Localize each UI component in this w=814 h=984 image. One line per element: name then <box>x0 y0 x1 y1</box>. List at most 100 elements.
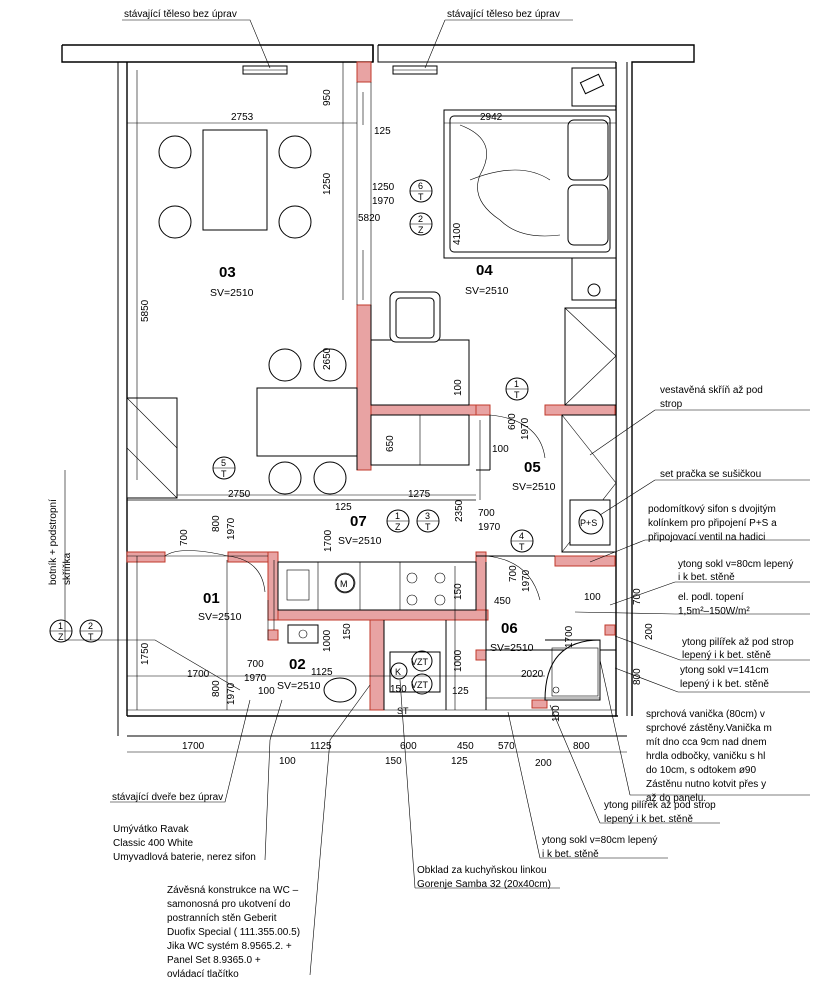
dim-text: 1700 <box>323 529 334 552</box>
tag-2-t-legend: 2 T <box>79 619 103 643</box>
svg-text:1: 1 <box>514 379 519 389</box>
svg-text:6: 6 <box>418 181 423 191</box>
dim-text: 150 <box>390 684 407 695</box>
svg-text:1: 1 <box>58 621 63 631</box>
svg-text:4: 4 <box>519 531 524 541</box>
note-washer: set pračka se sušičkou <box>660 469 761 480</box>
dim-text: 1700 <box>182 741 205 752</box>
room-01-label: 01 <box>203 590 220 607</box>
note-ytong80a-1: ytong sokl v=80cm lepený <box>678 559 793 570</box>
dim-text: 100 <box>492 444 509 455</box>
dim-text: 1970 <box>226 517 237 540</box>
note-shower-3: mít dno cca 9cm nad dnem <box>646 737 767 748</box>
note-heater-left: stávající těleso bez úprav <box>124 9 237 20</box>
dim-text: 150 <box>453 583 464 600</box>
room-04-label: 04 <box>476 262 493 279</box>
dim-text: 5820 <box>358 213 381 224</box>
dim-text: 700 <box>508 565 519 582</box>
room-01-height: SV=2510 <box>198 611 242 623</box>
dim-text: 950 <box>322 89 333 106</box>
leader-lines <box>64 19 810 976</box>
wardrobe-hall <box>561 414 617 553</box>
note-basin-1: Umývátko Ravak <box>113 824 190 835</box>
room-07-label: 07 <box>350 513 367 530</box>
room-06-height: SV=2510 <box>490 642 534 654</box>
room-04-height: SV=2510 <box>465 285 509 297</box>
dim-text: 1970 <box>478 522 501 533</box>
bed <box>443 109 617 259</box>
note-ytong141-1: ytong sokl v=141cm <box>680 665 769 676</box>
dim-text: 200 <box>644 623 655 640</box>
heater-right-symbol <box>392 65 438 75</box>
room-03-label: 03 <box>219 264 236 281</box>
note-door: stávající dveře bez úprav <box>112 792 223 803</box>
dim-text: 125 <box>451 756 468 767</box>
dim-text: 100 <box>453 379 464 396</box>
dim-text: 2650 <box>322 347 333 370</box>
doors <box>164 82 546 640</box>
note-heater-right: stávající těleso bez úprav <box>447 9 560 20</box>
dim-text: 100 <box>584 592 601 603</box>
svg-text:Z: Z <box>418 225 424 235</box>
note-basin-3: Umyvadlová baterie, nerez sifon <box>113 852 256 863</box>
note-ytong80a-2: i k bet. stěně <box>678 572 735 583</box>
notes: stávající těleso bez úprav stávající těl… <box>48 9 794 980</box>
room-05-label: 05 <box>524 459 541 476</box>
note-shower-5: do 10cm, s odtokem ø90 <box>646 765 756 776</box>
note-pillar-b-1: ytong pilířek až pod strop <box>604 800 716 811</box>
dim-text: 1970 <box>521 569 532 592</box>
dim-text: 1125 <box>310 741 332 752</box>
note-shower-2: sprchové zástěny.Vanička m <box>646 723 772 734</box>
room-03-height: SV=2510 <box>210 287 254 299</box>
kitchen-line <box>277 561 477 611</box>
note-pillar-a-2: lepený i k bet. stěně <box>682 650 771 661</box>
dim-text: 1125 <box>311 667 333 678</box>
dim-text: 450 <box>457 741 474 752</box>
dim-text: 2020 <box>521 669 544 680</box>
dim-text: 1000 <box>453 649 464 672</box>
note-pillar-a-1: ytong pilířek až pod strop <box>682 637 794 648</box>
kitchen-counter-left <box>126 397 178 499</box>
heater-left-symbol <box>242 65 288 75</box>
kitchen-unit <box>370 414 470 466</box>
dim-text: 700 <box>478 508 495 519</box>
svg-text:2: 2 <box>88 621 93 631</box>
svg-text:Z: Z <box>58 632 64 642</box>
svg-text:T: T <box>425 522 431 532</box>
dim-text: 125 <box>452 686 469 697</box>
tag-1-z: 1 Z <box>386 509 410 533</box>
svg-text:2: 2 <box>418 214 423 224</box>
dim-text: 4100 <box>452 222 463 245</box>
dim-text: 100 <box>279 756 296 767</box>
note-wc-4: Duofix Special ( 111.355.00.5) <box>167 927 300 938</box>
dim-text: 800 <box>573 741 590 752</box>
dim-text: 800 <box>211 515 222 532</box>
dimension-texts: 2753 2942 950 125 1250 1250 1970 5820 41… <box>140 89 655 769</box>
wardrobe-bedroom <box>564 307 617 406</box>
tag-3-t: 3 T <box>416 509 440 533</box>
dim-text: 1000 <box>322 629 333 652</box>
bedside-items <box>571 67 617 301</box>
room-05-height: SV=2510 <box>512 481 556 493</box>
bathroom-fixtures <box>287 624 601 703</box>
dim-text: 700 <box>179 529 190 546</box>
dim-text: 700 <box>247 659 264 670</box>
dim-text: 100 <box>551 705 562 722</box>
dim-text: 100 <box>258 686 275 697</box>
svg-text:T: T <box>519 542 525 552</box>
dim-text: 150 <box>385 756 402 767</box>
room-02-height: SV=2510 <box>277 680 321 692</box>
vzt-symbol-2: VZT <box>411 680 429 690</box>
dim-text: 600 <box>507 413 518 430</box>
note-heating-1: el. podl. topení <box>678 592 744 603</box>
dimension-lines <box>127 62 627 753</box>
dim-text: 1970 <box>372 196 395 207</box>
tag-6-t: 6 T <box>409 179 433 203</box>
dim-text: 570 <box>498 741 515 752</box>
note-ytong80b-2: i k bet. stěně <box>542 849 599 860</box>
st-symbol: ST <box>397 706 409 716</box>
dim-text: 1750 <box>140 642 151 665</box>
vzt-symbol-1: VZT <box>411 657 429 667</box>
dim-text: 1250 <box>372 182 395 193</box>
